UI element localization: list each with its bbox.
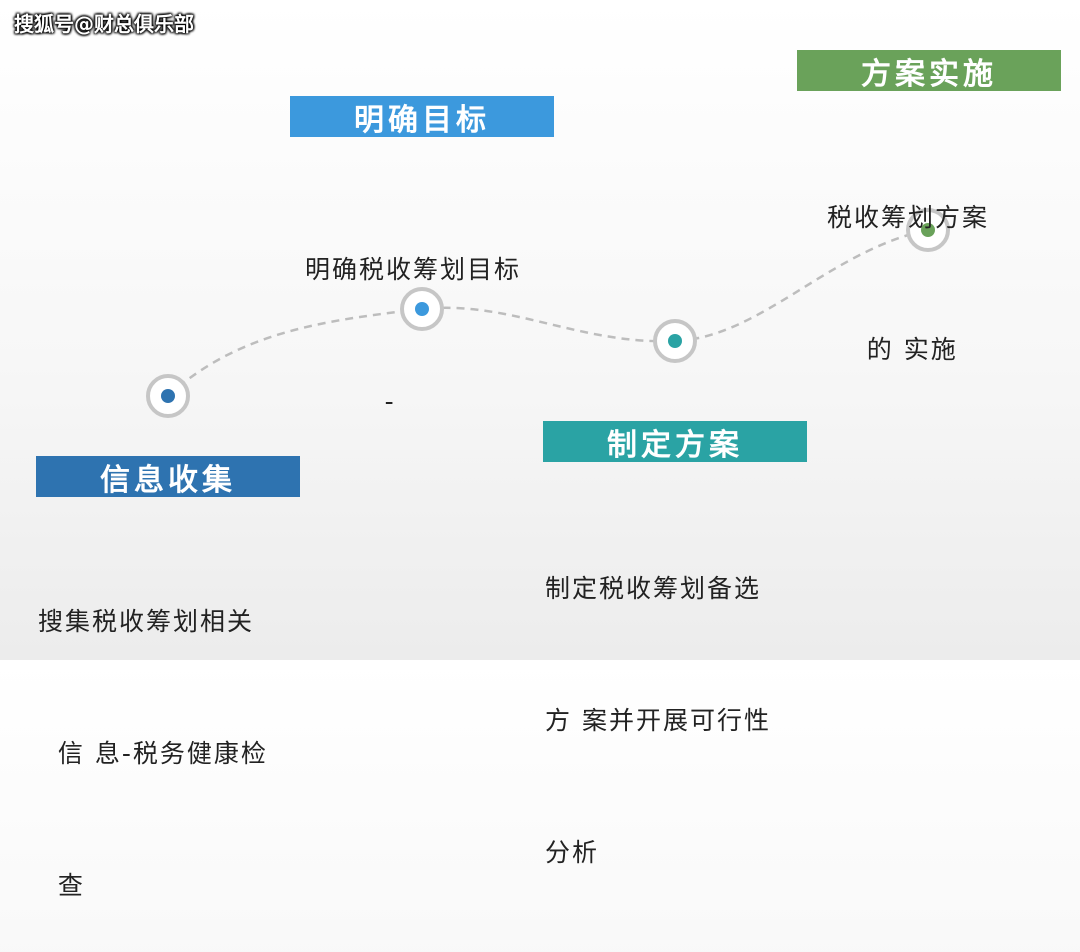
step-3-line-1: 制定税收筹划备选 — [545, 574, 762, 603]
step-3-node — [653, 319, 697, 363]
step-1-line-3: 查 — [38, 871, 85, 900]
step-2-node — [400, 287, 444, 331]
step-2-line-2: - — [305, 387, 396, 416]
step-3-title: 制定方案 — [543, 421, 807, 463]
step-2-description: 明确税收筹划目标 - — [305, 160, 521, 468]
step-1-dot — [161, 389, 175, 403]
step-4-line-1: 税收筹划方案 — [827, 203, 990, 232]
step-1-line-1: 搜集税收筹划相关 — [38, 607, 255, 636]
step-4-node — [906, 208, 950, 252]
step-3-line-2: 方 案并开展可行性 — [545, 706, 771, 735]
step-1-title: 信息收集 — [36, 456, 300, 498]
step-2-dot — [415, 302, 429, 316]
step-4-dot — [921, 223, 935, 237]
step-3-line-3: 分析 — [545, 838, 600, 867]
step-1-line-2: 信 息-税务健康检 — [38, 739, 268, 768]
step-4-line-2: 的 实施 — [827, 335, 958, 364]
dashed-timeline-path — [167, 228, 929, 397]
step-4-title: 方案实施 — [797, 50, 1061, 92]
step-3-description: 制定税收筹划备选 方 案并开展可行性 分析 — [545, 479, 771, 919]
step-2-title: 明确目标 — [290, 96, 554, 138]
step-3-dot — [668, 334, 682, 348]
step-2-line-1: 明确税收筹划目标 — [305, 255, 522, 284]
watermark-text: 搜狐号@财总俱乐部 — [14, 12, 194, 36]
step-1-description: 搜集税收筹划相关 信 息-税务健康检 查 — [38, 512, 268, 952]
step-1-node — [146, 374, 190, 418]
step-4-description: 税收筹划方案 的 实施 — [827, 108, 989, 416]
